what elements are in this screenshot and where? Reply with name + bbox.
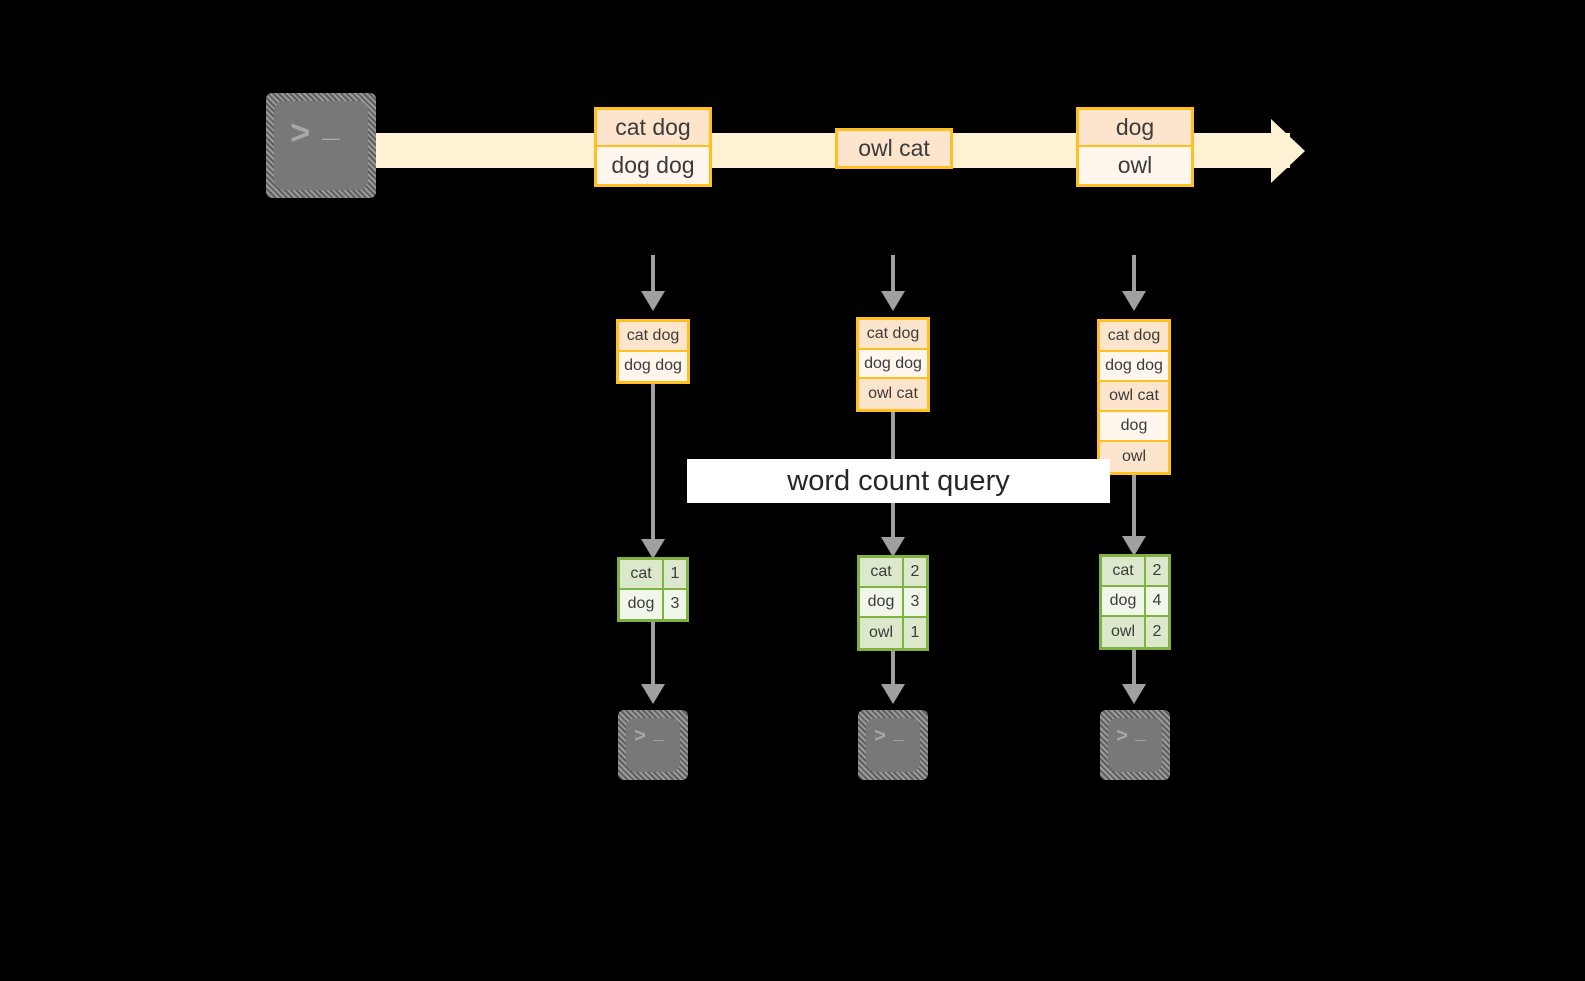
result-word-cell: owl <box>1102 617 1146 648</box>
terminal-prompt-glyph: > <box>1116 726 1129 749</box>
result-count-cell: 4 <box>1146 587 1168 616</box>
snapshot-2-feed-line <box>891 255 895 295</box>
snapshot-3-input-row: cat dog <box>1100 322 1168 352</box>
result-word-cell: cat <box>620 560 664 588</box>
source-terminal-screen: > _ <box>274 101 368 190</box>
snapshot-3-input-row: dog dog <box>1100 352 1168 382</box>
result-count-cell: 1 <box>904 618 926 649</box>
sink-terminal-screen: > _ <box>1108 718 1162 772</box>
snapshot-3-sink-arrowhead <box>1122 684 1146 704</box>
stream-message-row: dog dog <box>597 147 709 184</box>
stream-message-row: cat dog <box>597 110 709 148</box>
snapshot-2-input-row: dog dog <box>859 349 927 380</box>
snapshot-2-result-table[interactable]: cat 2 dog 3 owl 1 <box>857 555 929 651</box>
snapshot-1-input-row: dog dog <box>619 351 687 381</box>
stream-message-1[interactable]: cat dog dog dog <box>594 107 712 187</box>
table-row: owl 1 <box>860 618 926 649</box>
table-row: cat 1 <box>620 560 686 590</box>
result-count-cell: 2 <box>1146 557 1168 586</box>
terminal-cursor-glyph: _ <box>893 725 905 745</box>
result-word-cell: cat <box>860 558 904 587</box>
result-word-cell: owl <box>860 618 904 649</box>
terminal-cursor-glyph: _ <box>1135 725 1147 745</box>
stream-message-3[interactable]: dog owl <box>1076 107 1194 187</box>
table-row: owl 2 <box>1102 617 1168 648</box>
snapshot-2-query-arrowhead <box>881 537 905 557</box>
snapshot-2-feed-arrowhead <box>881 291 905 311</box>
sink-terminal-screen: > _ <box>626 718 680 772</box>
sink-terminal-screen: > _ <box>866 718 920 772</box>
terminal-prompt-glyph: > <box>290 117 312 155</box>
terminal-prompt-glyph: > <box>874 726 887 749</box>
result-count-cell: 3 <box>664 589 686 619</box>
result-count-cell: 2 <box>904 558 926 587</box>
snapshot-3-query-arrowhead <box>1122 536 1146 556</box>
snapshot-1-query-arrowhead <box>641 539 665 559</box>
stream-message-row: owl <box>1079 147 1191 184</box>
snapshot-2-sink-terminal-icon[interactable]: > _ <box>858 710 928 780</box>
snapshot-2-sink-arrowhead <box>881 684 905 704</box>
stream-message-row: dog <box>1079 110 1191 148</box>
snapshot-2-input-row: owl cat <box>859 379 927 409</box>
snapshot-1-input-box[interactable]: cat dog dog dog <box>616 319 690 384</box>
snapshot-3-input-row: owl <box>1100 442 1168 472</box>
query-label: word count query <box>687 459 1110 503</box>
result-count-cell: 2 <box>1146 617 1168 648</box>
snapshot-1-feed-line <box>651 255 655 295</box>
result-word-cell: dog <box>620 589 664 619</box>
table-row: dog 3 <box>620 589 686 619</box>
snapshot-1-query-line <box>651 384 655 546</box>
snapshot-1-sink-terminal-icon[interactable]: > _ <box>618 710 688 780</box>
terminal-cursor-glyph: _ <box>322 113 341 147</box>
result-count-cell: 1 <box>664 560 686 588</box>
result-word-cell: dog <box>1102 587 1146 616</box>
snapshot-3-sink-line <box>1132 650 1136 687</box>
snapshot-3-query-line <box>1132 475 1136 544</box>
terminal-prompt-glyph: > <box>634 726 647 749</box>
result-count-cell: 3 <box>904 588 926 617</box>
snapshot-3-input-box[interactable]: cat dog dog dog owl cat dog owl <box>1097 319 1171 475</box>
result-word-cell: dog <box>860 588 904 617</box>
table-row: dog 3 <box>860 588 926 619</box>
snapshot-1-feed-arrowhead <box>641 291 665 311</box>
snapshot-2-input-box[interactable]: cat dog dog dog owl cat <box>856 317 930 412</box>
snapshot-1-result-table[interactable]: cat 1 dog 3 <box>617 557 689 622</box>
snapshot-3-feed-line <box>1132 255 1136 295</box>
snapshot-1-sink-arrowhead <box>641 684 665 704</box>
terminal-cursor-glyph: _ <box>653 725 665 745</box>
snapshot-2-input-row: cat dog <box>859 320 927 350</box>
table-row: cat 2 <box>1102 557 1168 588</box>
table-row: cat 2 <box>860 558 926 589</box>
snapshot-3-sink-terminal-icon[interactable]: > _ <box>1100 710 1170 780</box>
snapshot-1-input-row: cat dog <box>619 322 687 352</box>
stream-message-row: owl cat <box>838 131 950 166</box>
snapshot-3-feed-arrowhead <box>1122 291 1146 311</box>
snapshot-3-input-row: owl cat <box>1100 382 1168 412</box>
source-terminal-icon[interactable]: > _ <box>266 93 376 198</box>
snapshot-1-sink-line <box>651 622 655 687</box>
stream-arrow-head <box>1271 118 1305 183</box>
snapshot-3-result-table[interactable]: cat 2 dog 4 owl 2 <box>1099 554 1171 650</box>
table-row: dog 4 <box>1102 587 1168 618</box>
result-word-cell: cat <box>1102 557 1146 586</box>
snapshot-2-sink-line <box>891 651 895 687</box>
snapshot-3-input-row: dog <box>1100 412 1168 442</box>
stream-message-2[interactable]: owl cat <box>835 128 953 169</box>
